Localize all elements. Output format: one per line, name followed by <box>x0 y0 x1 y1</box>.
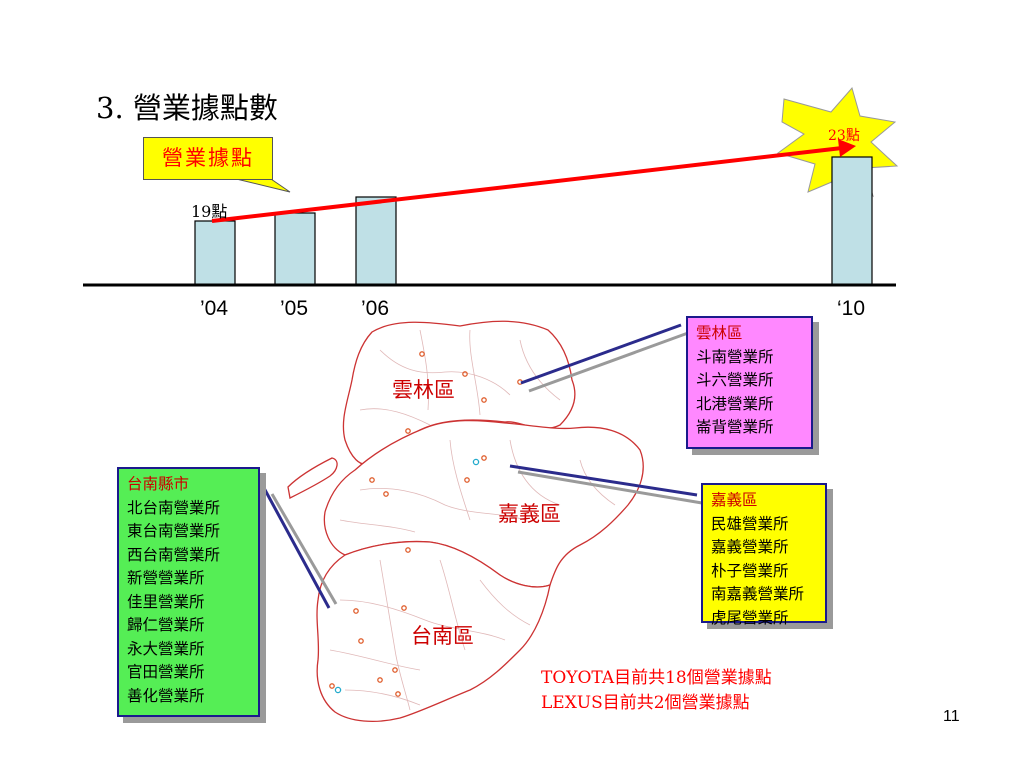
branch-item: 民雄營業所 <box>711 514 789 533</box>
bar-data-label-first: 19點 <box>191 202 228 221</box>
map-label-chiayi: 嘉義區 <box>498 502 561 526</box>
branch-item: 永大營業所 <box>127 639 205 658</box>
branch-item: 斗南營業所 <box>696 347 774 366</box>
x-tick-label: ’05 <box>280 297 309 320</box>
map-region-yunlin <box>342 320 576 465</box>
branch-item: 新營營業所 <box>127 569 205 587</box>
branch-item: 南嘉義營業所 <box>711 585 805 603</box>
x-tick-label: ’04 <box>200 297 229 320</box>
trend-arrow-head <box>838 139 856 157</box>
bar-data-label-highlight: 23點 <box>828 128 860 144</box>
branch-item: 斗六營業所 <box>696 371 774 389</box>
box-header: 嘉義區 <box>711 491 758 509</box>
map <box>287 320 644 722</box>
summary-text: TOYOTA目前共18個營業據點 LEXUS目前共2個營業據點 <box>541 666 772 716</box>
map-region-tainan <box>316 540 551 722</box>
tainan-branch-box: 台南縣市 北台南營業所 東台南營業所 西台南營業所 新營營業所 佳里營業所 歸仁… <box>117 467 260 717</box>
branch-item: 嘉義營業所 <box>711 538 789 556</box>
x-tick-label: ‘10 <box>837 297 866 320</box>
branch-item: 朴子營業所 <box>711 561 789 580</box>
summary-line-lexus: LEXUS目前共2個營業據點 <box>541 693 750 713</box>
bar-4 <box>831 156 873 286</box>
callout-label: 營業據點 <box>162 146 254 170</box>
map-coast-fragment <box>287 457 338 499</box>
branch-item: 虎尾營業所 <box>711 608 789 627</box>
bars-layer <box>194 156 873 286</box>
callout-box <box>143 137 273 180</box>
branch-item: 善化營業所 <box>127 686 205 705</box>
summary-line-toyota: TOYOTA目前共18個營業據點 <box>541 668 772 688</box>
district-boundaries <box>329 329 616 711</box>
branch-item: 西台南營業所 <box>127 545 221 564</box>
bar-1 <box>194 220 236 286</box>
branch-item: 崙背營業所 <box>696 418 774 436</box>
yunlin-branch-box: 雲林區 斗南營業所 斗六營業所 北港營業所 崙背營業所 <box>686 316 813 449</box>
branch-item: 北台南營業所 <box>127 498 221 517</box>
map-label-yunlin: 雲林區 <box>392 378 455 402</box>
box-header: 台南縣市 <box>127 475 190 493</box>
branch-item: 歸仁營業所 <box>127 616 205 634</box>
branch-item: 官田營業所 <box>127 663 205 681</box>
leader-lines <box>262 323 703 609</box>
bar-3 <box>355 196 397 286</box>
chiayi-branch-box: 嘉義區 民雄營業所 嘉義營業所 朴子營業所 南嘉義營業所 虎尾營業所 <box>701 483 827 627</box>
map-location-dots <box>329 351 523 697</box>
page-title: 3. 營業據點數 <box>96 91 278 125</box>
x-tick-label: ’06 <box>361 297 390 320</box>
trend-arrow-line <box>211 146 843 223</box>
box-header: 雲林區 <box>696 324 743 342</box>
branch-item: 佳里營業所 <box>127 592 205 611</box>
branch-item: 北港營業所 <box>696 394 774 413</box>
map-label-tainan: 台南區 <box>411 624 474 648</box>
branch-item: 東台南營業所 <box>127 522 221 540</box>
bar-2 <box>274 212 316 286</box>
page-number: 11 <box>943 708 960 725</box>
